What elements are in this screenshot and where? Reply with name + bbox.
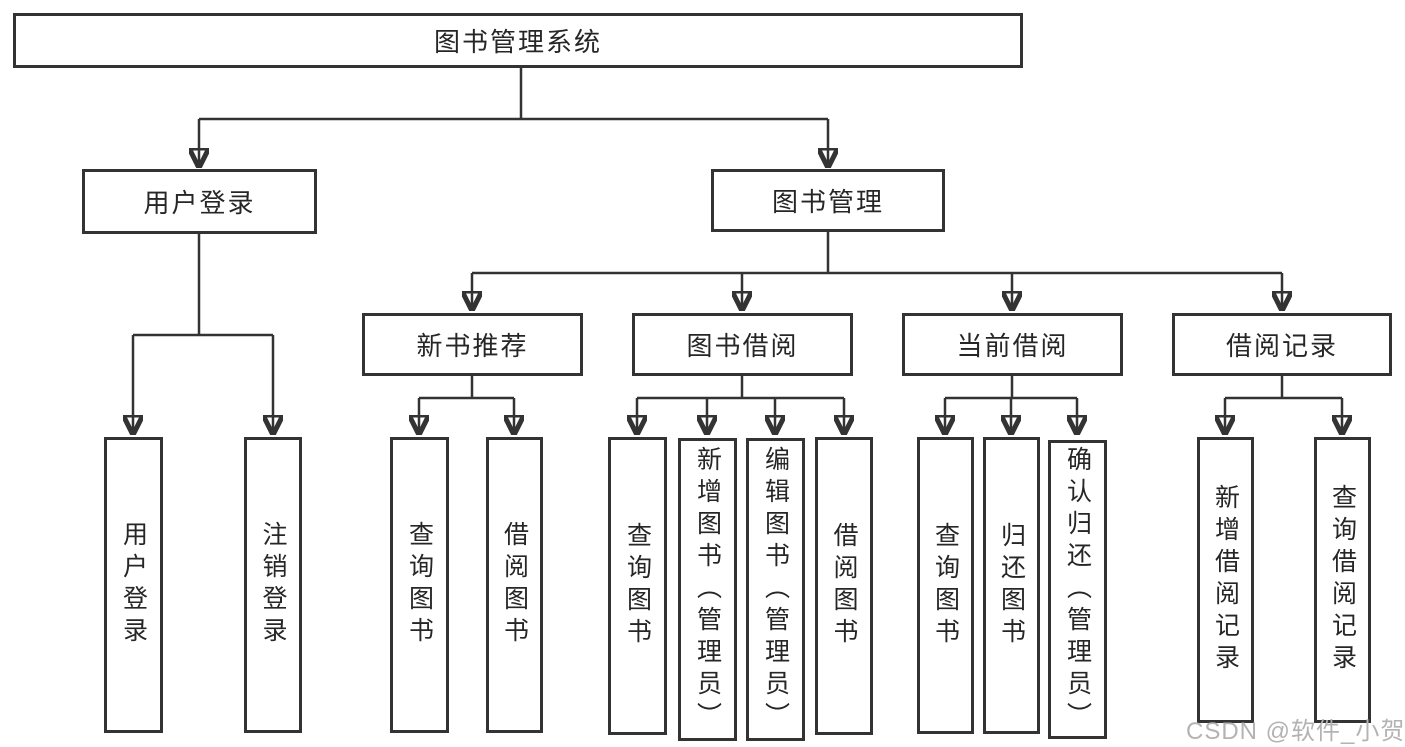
leaf-add-borrow-record: 新增借阅记录 — [1197, 437, 1254, 723]
leaf-add-books-admin: 新增图书（管理员） — [678, 438, 737, 741]
node-book-borrow: 图书借阅 — [632, 313, 853, 376]
node-new-book-recommend: 新书推荐 — [362, 313, 583, 376]
node-library-system-label: 图书管理系统 — [433, 27, 602, 57]
leaf-query-borrow-record-label: 查询借阅记录 — [1328, 484, 1357, 676]
leaf-borrow-books-recommend-label: 借阅图书 — [500, 521, 529, 649]
node-borrow-records-label: 借阅记录 — [1225, 331, 1338, 361]
leaf-logout-label: 注销登录 — [259, 521, 287, 649]
leaf-query-books-current: 查询图书 — [917, 437, 974, 734]
node-current-borrow-label: 当前借阅 — [956, 331, 1069, 361]
leaf-confirm-return-admin-label: 确认归还（管理员） — [1063, 445, 1092, 734]
node-library-system: 图书管理系统 — [13, 13, 1023, 68]
node-current-borrow: 当前借阅 — [902, 313, 1123, 376]
node-user-login-label: 用户登录 — [143, 188, 256, 218]
node-borrow-records: 借阅记录 — [1172, 313, 1392, 376]
leaf-edit-books-admin: 编辑图书（管理员） — [746, 438, 805, 741]
csdn-watermark: CSDN @软件_小贺同学 — [1186, 718, 1405, 745]
leaf-return-books-label: 归还图书 — [997, 521, 1026, 650]
leaf-query-books-recommend-label: 查询图书 — [405, 521, 434, 649]
leaf-query-books-current-label: 查询图书 — [931, 521, 960, 650]
leaf-logout: 注销登录 — [244, 437, 302, 733]
leaf-user-login-label: 用户登录 — [119, 521, 148, 649]
node-new-book-recommend-label: 新书推荐 — [416, 331, 529, 361]
leaf-borrow-books: 借阅图书 — [815, 437, 873, 735]
node-user-login: 用户登录 — [82, 169, 317, 234]
leaf-confirm-return-admin: 确认归还（管理员） — [1048, 440, 1107, 739]
leaf-edit-books-admin-label: 编辑图书（管理员） — [761, 445, 790, 734]
node-book-management-label: 图书管理 — [771, 187, 884, 217]
leaf-add-books-admin-label: 新增图书（管理员） — [693, 445, 722, 734]
node-book-management: 图书管理 — [711, 169, 945, 232]
leaf-query-books-borrow-label: 查询图书 — [623, 522, 652, 650]
node-book-borrow-label: 图书借阅 — [686, 331, 799, 361]
leaf-query-books-borrow: 查询图书 — [608, 437, 667, 735]
leaf-query-borrow-record: 查询借阅记录 — [1314, 437, 1371, 723]
leaf-add-borrow-record-label: 新增借阅记录 — [1211, 484, 1240, 676]
leaf-borrow-books-recommend: 借阅图书 — [486, 437, 543, 733]
leaf-borrow-books-label: 借阅图书 — [830, 522, 858, 650]
leaf-return-books: 归还图书 — [983, 437, 1040, 734]
leaf-user-login: 用户登录 — [104, 437, 163, 733]
leaf-query-books-recommend: 查询图书 — [390, 437, 449, 733]
